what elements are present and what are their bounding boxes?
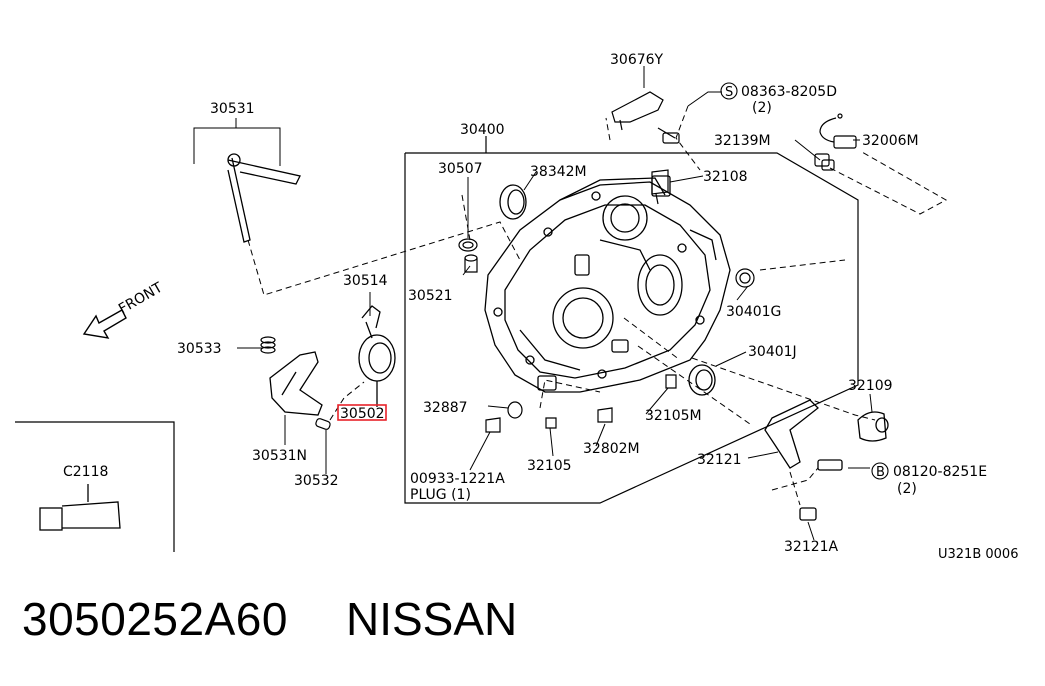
callout-08363-qty: (2): [752, 100, 772, 116]
grease-tube-c2118: [39, 484, 121, 531]
dashed-leaders: [247, 105, 948, 506]
plug-00933: [485, 417, 501, 433]
bushing-32887: [507, 401, 523, 419]
sleeve-30507: [458, 238, 478, 273]
pin-32105m: [665, 374, 677, 389]
leader-lines: [193, 66, 873, 541]
diagram-code: U321B 0006: [938, 547, 1018, 562]
callout-30533[interactable]: 30533: [177, 341, 222, 357]
callout-c2118[interactable]: C2118: [63, 464, 108, 480]
callout-08363-8205d[interactable]: 08363-8205D: [741, 84, 837, 100]
speed-sensor-32006m: [819, 113, 857, 149]
withdrawal-lever-30531: [227, 153, 301, 243]
bushing-32802m: [597, 407, 613, 423]
callout-32802m[interactable]: 32802M: [583, 441, 640, 457]
callout-32108[interactable]: 32108: [703, 169, 748, 185]
callout-30401j[interactable]: 30401J: [748, 344, 797, 360]
small-parts: [485, 374, 677, 433]
callout-30502[interactable]: 30502: [340, 406, 385, 422]
callout-08120-8251e[interactable]: 08120-8251E: [893, 464, 987, 480]
callout-30521[interactable]: 30521: [408, 288, 453, 304]
callout-30514[interactable]: 30514: [343, 273, 388, 289]
circled-s-marker: S: [720, 82, 738, 100]
circled-b-marker: B: [871, 462, 889, 480]
callout-38342m[interactable]: 38342M: [530, 164, 587, 180]
transmission-case-illustration: [484, 175, 731, 393]
part-number: 3050252A60: [22, 593, 288, 645]
callout-00933-1221a[interactable]: 00933-1221A: [410, 471, 505, 487]
selected-part-highlight[interactable]: [337, 404, 387, 421]
release-bearing-30502: [358, 305, 396, 407]
callout-32121[interactable]: 32121: [697, 452, 742, 468]
seal-30401g: [735, 268, 755, 288]
bolt-08120: [817, 459, 843, 471]
callout-32105m[interactable]: 32105M: [645, 408, 702, 424]
bracket-30676y: [611, 91, 680, 144]
callout-32109[interactable]: 32109: [848, 378, 893, 394]
bushing-32108: [651, 169, 669, 205]
svg-text:S: S: [725, 85, 733, 100]
bolt-32121a: [799, 507, 817, 521]
boot-32109: [857, 411, 889, 442]
pin-32105: [545, 417, 557, 429]
callout-30507[interactable]: 30507: [438, 161, 483, 177]
callout-30531n[interactable]: 30531N: [252, 448, 307, 464]
callout-32887[interactable]: 32887: [423, 400, 468, 416]
brand-name: NISSAN: [346, 593, 518, 645]
lever-32121: [764, 399, 843, 521]
callout-30531[interactable]: 30531: [210, 101, 255, 117]
seal-30401j: [688, 364, 716, 396]
svg-text:B: B: [876, 465, 885, 480]
front-arrow-icon: [82, 309, 127, 339]
front-label: FRONT: [116, 279, 166, 317]
callout-32105[interactable]: 32105: [527, 458, 572, 474]
callout-32006m[interactable]: 32006M: [862, 133, 919, 149]
callout-labels: 30531 30400 30676Y 08363-8205D (2) 32139…: [63, 52, 1018, 562]
housing-frame: [404, 136, 859, 504]
plug-32139m: [814, 153, 835, 171]
callout-30532[interactable]: 30532: [294, 473, 339, 489]
callout-32121a[interactable]: 32121A: [784, 539, 839, 555]
callout-plug-qty: PLUG (1): [410, 487, 471, 503]
callout-30676y[interactable]: 30676Y: [610, 52, 664, 68]
spring-30533: [260, 336, 276, 354]
detail-box-border: [15, 421, 175, 552]
callout-30400[interactable]: 30400: [460, 122, 505, 138]
callout-32139m[interactable]: 32139M: [714, 133, 771, 149]
release-fork-30531n: [269, 351, 323, 416]
oil-seal-38342m: [499, 184, 527, 220]
callout-08120-qty: (2): [897, 481, 917, 497]
callout-30401g[interactable]: 30401G: [726, 304, 781, 320]
pin-30532: [315, 418, 331, 430]
